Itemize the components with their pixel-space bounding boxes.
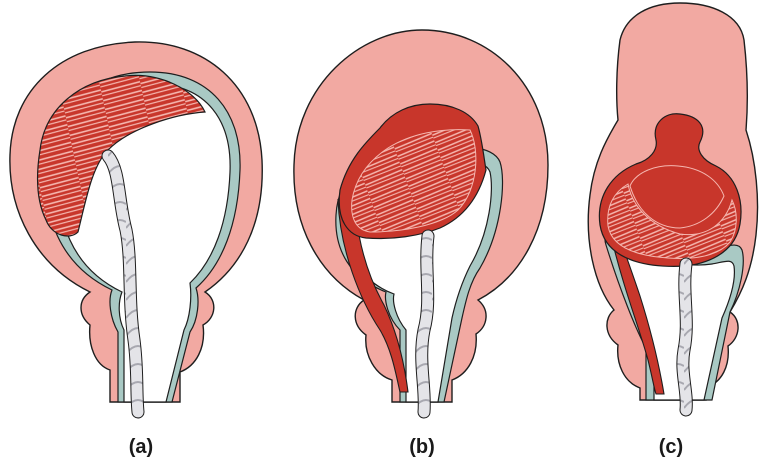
detached-membrane-b <box>337 198 409 393</box>
detached-membrane-c <box>611 239 665 395</box>
placenta-a <box>36 74 206 237</box>
panel-c <box>587 2 759 417</box>
panel-label-c: (c) <box>658 436 684 458</box>
panel-label-a: (a) <box>128 436 154 458</box>
panel-a <box>9 41 263 419</box>
panel-label-b: (b) <box>409 436 435 458</box>
panel-b <box>293 29 549 419</box>
